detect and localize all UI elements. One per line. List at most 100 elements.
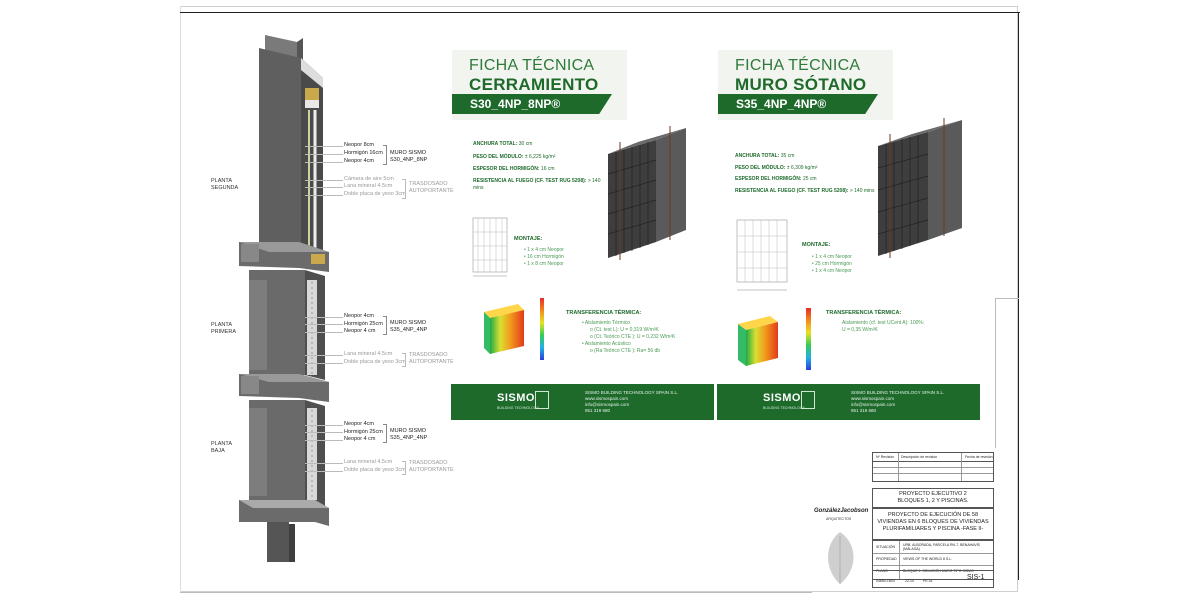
product-code-ribbon: S30_4NP_8NP® xyxy=(452,94,612,114)
sheet-border-right xyxy=(1018,12,1019,580)
rev-header: Fecha de revisión xyxy=(965,455,993,459)
footer-line: SISMO BUILDING TECHNOLOGY SPAIN S.L. xyxy=(851,390,945,395)
footer-line: 951 319 680 xyxy=(585,408,611,413)
floor-label-segunda: PLANTA SEGUNDA xyxy=(211,178,239,191)
product-code-ribbon: S35_4NP_4NP® xyxy=(718,94,878,114)
wall-section-drawing xyxy=(239,35,329,562)
info-value: URB. ALBORADA, PARCELA RN-7, BENAHAVÍS (… xyxy=(903,543,980,551)
lining-label: Cámara de aire 5cm xyxy=(344,176,394,182)
panel-3d-render xyxy=(607,126,686,260)
sismo-footer: SISMO BUILDING TECHNOLOGY SISMO BUILDING… xyxy=(717,384,980,420)
project-box: PROYECTO EJECUTIVO 2 BLOQUES 1, 2 Y PISC… xyxy=(872,488,994,508)
lining-label: Doble placa de yeso 3cm xyxy=(344,467,406,473)
info-key: PLANO xyxy=(876,569,888,573)
sheet-border-bottom xyxy=(180,592,812,593)
panel-section-drawing xyxy=(736,219,788,291)
lining-label: Lana mineral 4.5cm xyxy=(344,459,393,465)
revision-table: Nº Revisión Descripción de revisión Fech… xyxy=(872,452,994,482)
sismo-logo-sub: BUILDING TECHNOLOGY xyxy=(763,406,805,410)
layer-label: Neopor 4cm xyxy=(344,313,374,319)
montaje-item: • 1 x 4 cm Neopor xyxy=(812,254,852,260)
thermal-item: o (Ra Teórico CTE ): Ra= 56 db xyxy=(590,348,661,354)
layer-label: Hormigón 16cm xyxy=(344,150,383,156)
layer-label: Neopor 8cm xyxy=(344,142,374,148)
thermal-gradient-graphic xyxy=(738,308,811,370)
sismo-logo-sub: BUILDING TECHNOLOGY xyxy=(497,406,539,410)
spec-line: PESO DEL MÓDULO: ± 6,309 kg/m² xyxy=(735,165,818,171)
layer-label: Neopor 4cm xyxy=(344,421,374,427)
muro-label: MURO SISMO S35_4NP_4NP xyxy=(390,320,428,333)
layer-label: Hormigón 25cm xyxy=(344,429,383,435)
panel-section-drawing xyxy=(472,217,508,277)
sismo-logo-mark xyxy=(535,391,549,409)
architect-logo-area: GonzálezJacobson ARQUITECTOS xyxy=(812,506,872,588)
footer-line: SISMO BUILDING TECHNOLOGY SPAIN S.L. xyxy=(585,390,679,395)
montaje-item: • 1 x 4 cm Neopor xyxy=(812,268,852,274)
panel-3d-render xyxy=(877,118,962,258)
thermal-item: o (Ct. test L): U = 0,319 W/m²K xyxy=(590,327,659,333)
thermal-item: • Aislamiento Térmico xyxy=(582,320,631,326)
project-title: PROYECTO EJECUTIVO 2 BLOQUES 1, 2 Y PISC… xyxy=(897,491,969,504)
spec-line: ANCHURA TOTAL: 30 cm xyxy=(473,141,533,147)
thermal-item: Aislamiento (cf. test UCent A): 100%: xyxy=(842,320,925,326)
lining-label: Doble placa de yeso 3cm xyxy=(344,359,406,365)
floor-label-primera: PLANTA PRIMERA xyxy=(211,322,237,335)
spec-line: RESISTENCIA AL FUEGO (CF. TEST RUG 5208)… xyxy=(473,178,601,191)
footer-line: info@sismospain.com xyxy=(851,402,896,407)
card-title: MURO SÓTANO xyxy=(735,75,867,94)
footer-line: www.sismospain.com xyxy=(851,396,895,401)
info-key: SITUACIÓN xyxy=(876,545,896,549)
layer-label: Hormigón 25cm xyxy=(344,321,383,327)
sheet-edge xyxy=(180,6,181,592)
trasdosado-label: TRASDOSADO AUTOPORTANTE xyxy=(409,352,454,365)
thermal-heading: TRANSFERENCIA TÉRMICA: xyxy=(566,310,642,316)
montaje-item: • 16 cm Hormigón xyxy=(524,254,564,260)
thermal-item: o (Ct. Teórico CTE ): U = 0,232 W/m²K xyxy=(590,334,676,340)
sheet-code: 04690-1803 xyxy=(876,579,895,583)
sheet-phase: PE-01 xyxy=(923,579,933,583)
spec-line: RESISTENCIA AL FUEGO (CF. TEST RUG 5208)… xyxy=(735,188,875,194)
card-subtitle: FICHA TÉCNICA xyxy=(469,57,595,74)
muro-label: MURO SISMO S30_4NP_8NP xyxy=(390,150,428,163)
sheet-border-top xyxy=(180,12,1020,13)
sheet-info: 04690-1803 22-10 PE-01 SIS-1 xyxy=(872,570,994,588)
layer-label: Neopor 4 cm xyxy=(344,328,376,334)
sheet-date: 22-10 xyxy=(905,579,914,583)
project-info-table: SITUACIÓN URB. ALBORADA, PARCELA RN-7, B… xyxy=(872,540,994,580)
footer-line: info@sismospain.com xyxy=(585,402,630,407)
info-value: BLOQUE 1. SOLUCIÓN MURO TIPO SISMO xyxy=(903,569,974,573)
card-subtitle: FICHA TÉCNICA xyxy=(735,57,861,74)
thermal-heading: TRANSFERENCIA TÉRMICA: xyxy=(826,310,902,316)
sheet-number: SIS-1 xyxy=(967,574,985,581)
spec-line: ANCHURA TOTAL: 35 cm xyxy=(735,153,795,159)
layer-label: Neopor 4 cm xyxy=(344,436,376,442)
trasdosado-label: TRASDOSADO AUTOPORTANTE xyxy=(409,181,454,194)
project-description: PROYECTO DE EJECUCIÓN DE 58 VIVIENDAS EN… xyxy=(877,512,989,532)
floor-label-baja: PLANTA BAJA xyxy=(211,441,232,454)
info-key: PROPIEDAD xyxy=(876,557,897,561)
lining-label: Lana mineral 4.5cm xyxy=(344,183,393,189)
lining-label: Doble placa de yeso 3cm xyxy=(344,191,406,197)
info-value: VIEWS OF THE WORLD 8 S.L. xyxy=(903,557,953,561)
sismo-logo: SISMO xyxy=(497,392,535,404)
spec-line: PESO DEL MÓDULO: ± 6,225 kg/m² xyxy=(473,154,556,160)
spec-line: ESPESOR DEL HORMIGÓN: 16 cm xyxy=(473,166,555,172)
muro-label: MURO SISMO S35_4NP_4NP xyxy=(390,428,428,441)
thermal-gradient-graphic xyxy=(484,298,544,360)
thermal-item: • Aislamiento Acústico xyxy=(582,341,631,347)
rev-header: Nº Revisión xyxy=(876,455,895,459)
layer-label: Neopor 4cm xyxy=(344,158,374,164)
thermal-item: U = 0,35 W/m²K xyxy=(842,327,878,333)
montaje-heading: MONTAJE: xyxy=(802,242,831,248)
card-title: CERRAMIENTO xyxy=(469,75,599,94)
architect-logo-sub: ARQUITECTOS xyxy=(826,517,852,521)
sismo-logo-mark xyxy=(801,391,815,409)
spec-line: ESPESOR DEL HORMIGÓN: 25 cm xyxy=(735,176,817,182)
footer-line: www.sismospain.com xyxy=(585,396,629,401)
sismo-footer: SISMO BUILDING TECHNOLOGY SISMO BUILDING… xyxy=(451,384,714,420)
sismo-logo: SISMO xyxy=(763,392,801,404)
montaje-item: • 1 x 8 cm Neopor xyxy=(524,261,564,267)
montaje-item: • 1 x 4 cm Neopor xyxy=(524,247,564,253)
project-description-box: PROYECTO DE EJECUCIÓN DE 58 VIVIENDAS EN… xyxy=(872,508,994,540)
architect-logo: GonzálezJacobson xyxy=(814,508,869,514)
